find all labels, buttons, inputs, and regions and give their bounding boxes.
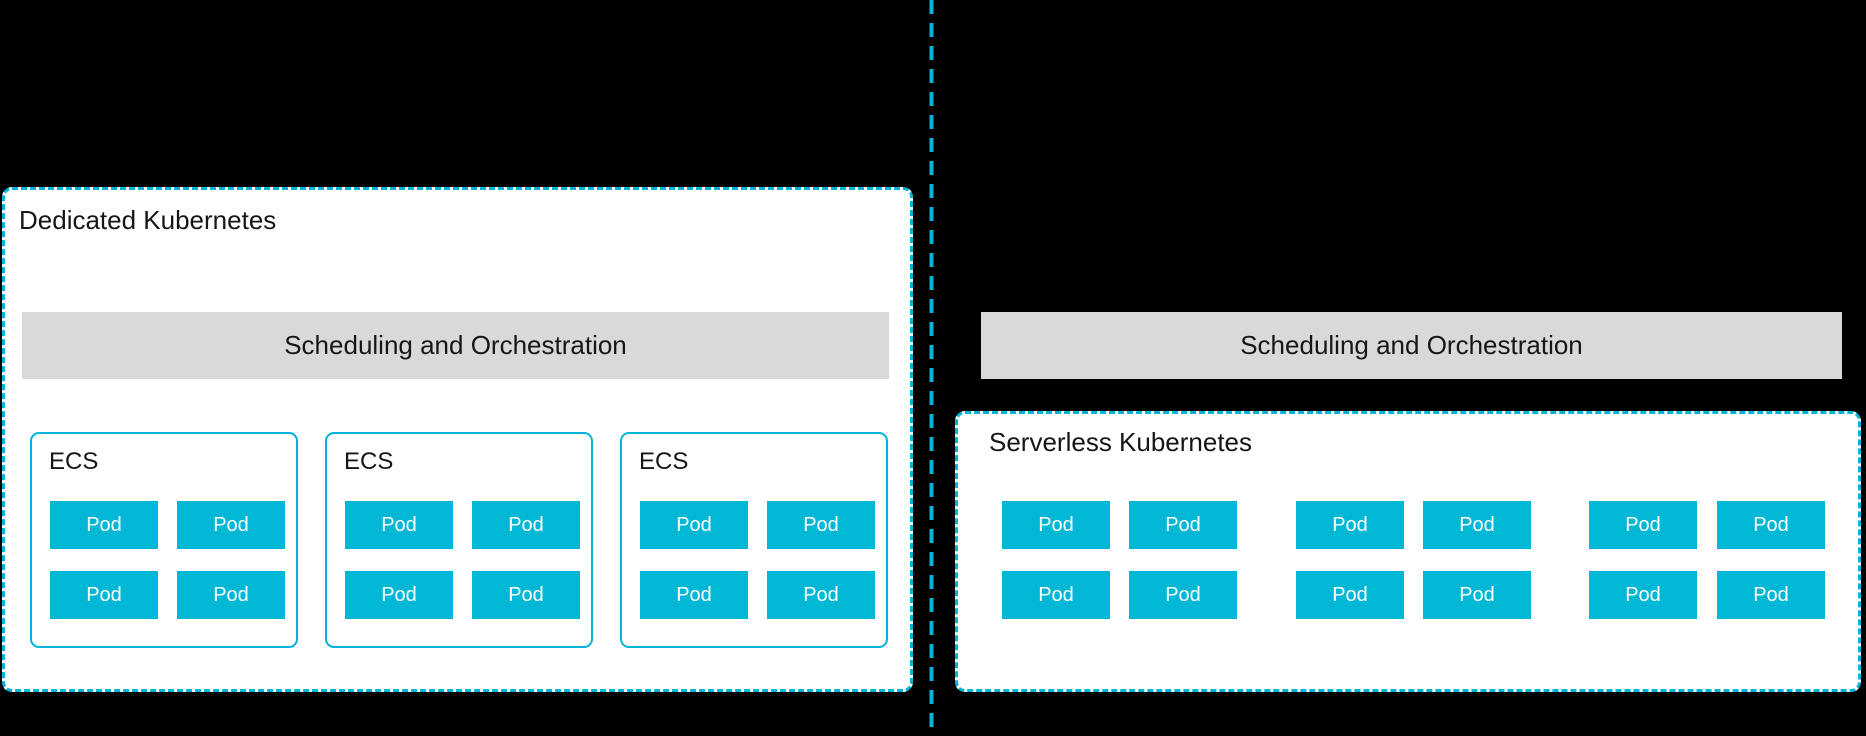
pod-chip: Pod bbox=[640, 501, 748, 549]
serverless-kubernetes-box: Serverless Kubernetes Pod Pod Pod Pod Po… bbox=[955, 411, 1861, 692]
ecs-node-box: ECS Pod Pod Pod Pod bbox=[620, 432, 888, 648]
pod-chip: Pod bbox=[1129, 501, 1237, 549]
pod-chip: Pod bbox=[1589, 501, 1697, 549]
serverless-kubernetes-title: Serverless Kubernetes bbox=[989, 427, 1253, 457]
dedicated-kubernetes-title: Dedicated Kubernetes bbox=[19, 205, 277, 235]
pod-chip: Pod bbox=[1296, 501, 1404, 549]
pod-chip: Pod bbox=[1296, 571, 1404, 619]
pod-chip: Pod bbox=[1002, 571, 1110, 619]
pod-chip: Pod bbox=[177, 571, 285, 619]
scheduling-orchestration-bar-right: Scheduling and Orchestration bbox=[981, 312, 1842, 379]
pod-chip: Pod bbox=[1717, 501, 1825, 549]
pod-chip: Pod bbox=[1717, 571, 1825, 619]
pod-chip: Pod bbox=[640, 571, 748, 619]
pod-chip: Pod bbox=[767, 501, 875, 549]
pod-chip: Pod bbox=[767, 571, 875, 619]
pod-chip: Pod bbox=[1589, 571, 1697, 619]
dedicated-kubernetes-box: Dedicated Kubernetes Scheduling and Orch… bbox=[2, 187, 913, 692]
ecs-label: ECS bbox=[639, 448, 689, 475]
pod-chip: Pod bbox=[1423, 571, 1531, 619]
pod-chip: Pod bbox=[472, 571, 580, 619]
pod-chip: Pod bbox=[50, 571, 158, 619]
pod-chip: Pod bbox=[177, 501, 285, 549]
scheduling-orchestration-bar-left: Scheduling and Orchestration bbox=[22, 312, 889, 379]
pod-chip: Pod bbox=[345, 501, 453, 549]
pod-chip: Pod bbox=[1002, 501, 1110, 549]
ecs-label: ECS bbox=[49, 448, 99, 475]
pod-chip: Pod bbox=[472, 501, 580, 549]
pod-chip: Pod bbox=[1423, 501, 1531, 549]
pod-chip: Pod bbox=[1129, 571, 1237, 619]
pod-chip: Pod bbox=[345, 571, 453, 619]
ecs-label: ECS bbox=[344, 448, 394, 475]
pod-chip: Pod bbox=[50, 501, 158, 549]
ecs-node-box: ECS Pod Pod Pod Pod bbox=[30, 432, 298, 648]
ecs-node-box: ECS Pod Pod Pod Pod bbox=[325, 432, 593, 648]
